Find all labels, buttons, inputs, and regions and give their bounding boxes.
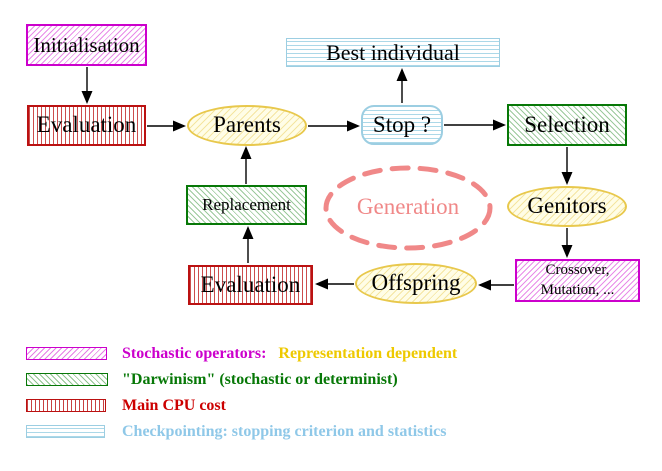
node-initialisation: Initialisation	[26, 24, 147, 66]
node-evaluation-bottom: Evaluation	[188, 265, 313, 305]
legend-entry-stochastic-operators: Stochastic operators: Representation depe…	[122, 344, 457, 363]
node-evaluation-bottom-label: Evaluation	[200, 271, 301, 297]
node-parents-label: Parents	[213, 112, 281, 138]
node-parents: Parents	[187, 105, 307, 146]
legend-label-stochastic-operators: Stochastic operators:	[122, 345, 267, 362]
legend-label-checkpointing: Checkpointing: stopping criterion and st…	[122, 423, 447, 440]
node-stop-label: Stop ?	[372, 111, 432, 137]
legend-swatch-main-cpu-cost	[26, 399, 106, 412]
node-genitors: Genitors	[507, 186, 627, 227]
node-offspring: Offspring	[355, 263, 477, 304]
node-crossover-line2: Mutation, ...	[540, 281, 615, 298]
node-selection: Selection	[507, 104, 627, 146]
node-stop: Stop ?	[361, 105, 443, 145]
node-initialisation-label: Initialisation	[33, 32, 140, 57]
node-evaluation-top: Evaluation	[27, 105, 146, 146]
node-genitors-label: Genitors	[527, 193, 607, 219]
legend-label-main-cpu-cost: Main CPU cost	[122, 397, 226, 414]
node-offspring-label: Offspring	[371, 270, 461, 296]
node-selection-label: Selection	[524, 111, 610, 137]
node-evaluation-top-label: Evaluation	[36, 112, 137, 138]
node-best-individual-label: Best individual	[326, 39, 460, 65]
legend-swatch-checkpointing	[26, 425, 105, 438]
generation-label: Generation	[356, 194, 460, 219]
legend-label-darwinism: "Darwinism" (stochastic or determinist)	[122, 371, 398, 388]
node-crossover-line1: Crossover,	[545, 262, 610, 278]
node-crossover-mutation: Crossover, Mutation, ...	[515, 259, 640, 302]
legend-entry-darwinism: "Darwinism" (stochastic or determinist)	[122, 370, 398, 389]
legend-entry-checkpointing: Checkpointing: stopping criterion and st…	[122, 422, 446, 441]
legend-entry-main-cpu-cost: Main CPU cost	[122, 396, 226, 415]
legend-swatch-stochastic-operators	[26, 347, 107, 360]
legend-label-representation-dependent: Representation dependent	[278, 345, 458, 362]
legend-swatch-darwinism	[26, 373, 108, 386]
node-replacement-label: Replacement	[202, 195, 291, 215]
node-best-individual: Best individual	[286, 38, 500, 67]
node-replacement: Replacement	[186, 185, 307, 225]
